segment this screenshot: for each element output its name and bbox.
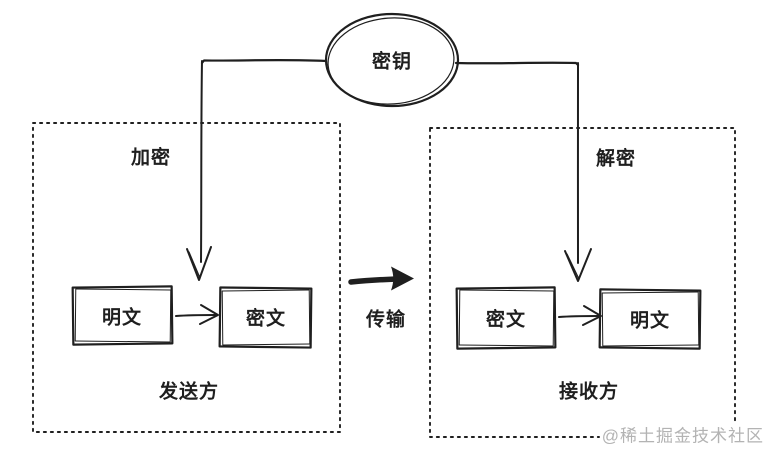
sender-dashed-box: [32, 122, 341, 433]
encrypt-stage-label: 加密: [130, 147, 172, 169]
watermark: @稀土掘金技术社区: [599, 421, 766, 447]
key-label: 密钥: [371, 51, 413, 73]
receiver-ciphertext-rect: [455, 286, 557, 350]
decrypt-stage-label: 解密: [595, 148, 637, 170]
sender-plaintext-rect: [71, 285, 174, 346]
transport-arrow: [348, 266, 414, 291]
key-to-receiver-arrow: [454, 61, 592, 282]
sender-ciphertext-rect: [218, 286, 313, 349]
receiver-party-label: 接收方: [558, 381, 620, 403]
sender-ciphertext-label: 密文: [245, 308, 287, 330]
sender-inner-arrow: [175, 304, 219, 325]
receiver-ciphertext-label: 密文: [485, 309, 527, 331]
receiver-plaintext-label: 明文: [629, 310, 671, 332]
receiver-plaintext-rect: [598, 288, 702, 350]
receiver-inner-arrow: [558, 305, 602, 326]
key-to-sender-arrow: [186, 58, 328, 281]
transport-label: 传输: [365, 309, 407, 331]
receiver-dashed-box: [429, 127, 736, 438]
sender-plaintext-label: 明文: [101, 307, 143, 329]
sender-party-label: 发送方: [158, 381, 220, 403]
